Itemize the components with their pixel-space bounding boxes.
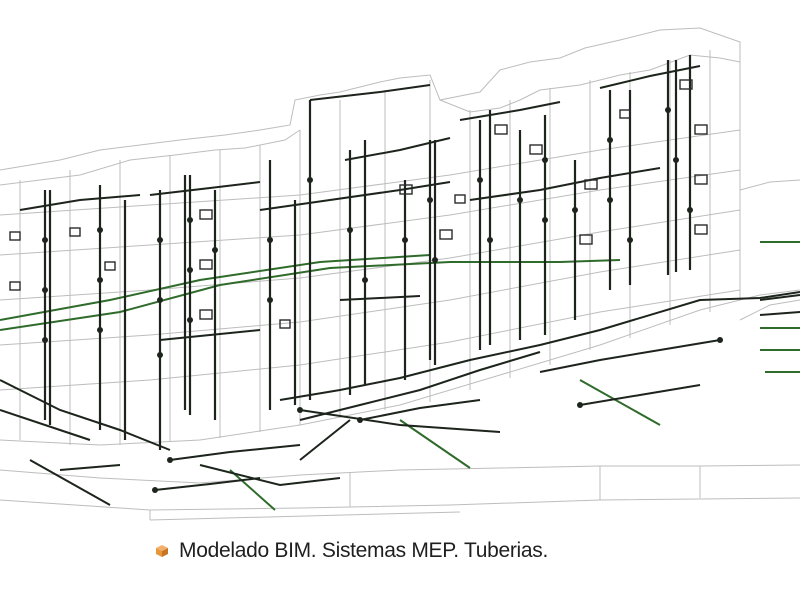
parapet-outline — [0, 129, 301, 186]
roof-outline — [0, 27, 741, 190]
annex-outline — [739, 299, 800, 321]
bim-mep-piping-isometric-drawing — [0, 27, 800, 521]
green-mains — [0, 241, 800, 511]
green-main-pipe — [0, 259, 621, 331]
green-branch-pipe — [229, 469, 276, 511]
site-platform-bottom — [0, 497, 800, 511]
green-main-pipe — [0, 254, 431, 321]
figure-caption: Modelado BIM. Sistemas MEP. Tuberias. — [155, 536, 548, 566]
green-branch-pipe — [399, 419, 471, 469]
platform-base — [149, 511, 461, 521]
caption-text: Modelado BIM. Sistemas MEP. Tuberias. — [179, 539, 549, 562]
facade-verticals — [19, 42, 741, 445]
floor-slab — [0, 289, 741, 391]
green-branch-pipe — [579, 379, 661, 426]
equipment-units — [9, 79, 708, 329]
piping-collectors — [0, 65, 800, 506]
plumbing-fixtures — [42, 107, 723, 493]
annex-outline — [739, 179, 800, 191]
site-platform-top — [0, 464, 800, 484]
orange-cube-icon — [156, 545, 168, 557]
building-envelope — [0, 27, 800, 521]
piping-risers — [43, 55, 692, 450]
